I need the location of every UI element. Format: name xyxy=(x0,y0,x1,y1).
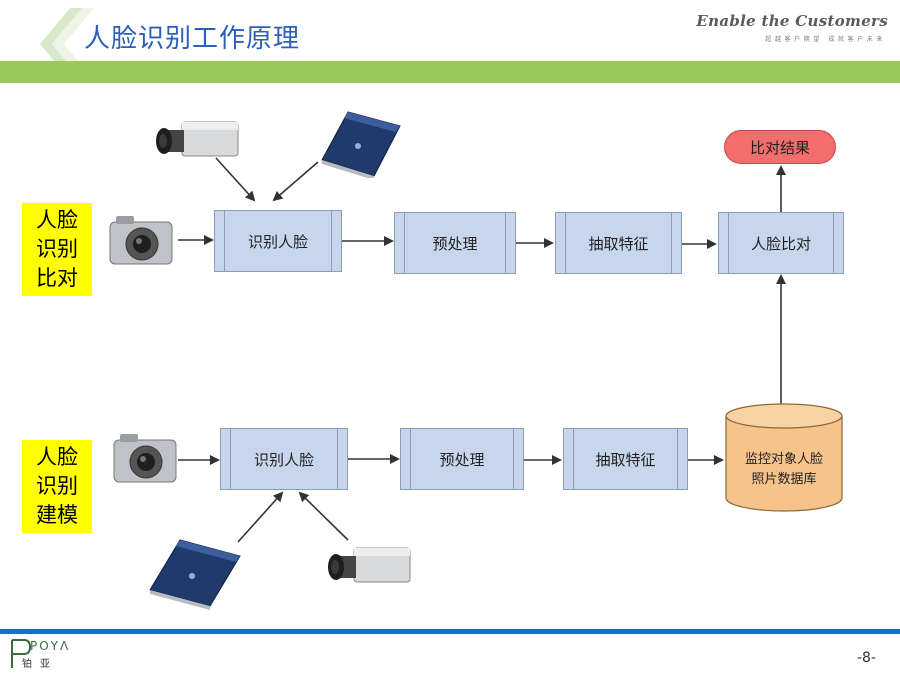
digital-camera-icon xyxy=(113,434,177,483)
company-logo-icon xyxy=(11,639,32,668)
step-label: 抽取特征 xyxy=(595,450,656,469)
digital-camera-icon xyxy=(109,216,173,265)
compare-result: 比对结果 xyxy=(724,130,836,164)
label-line: 人脸 xyxy=(36,445,78,469)
footer-line xyxy=(0,629,900,634)
label-line: 人脸 xyxy=(36,208,78,232)
slide-title: 人脸识别工作原理 xyxy=(84,24,301,54)
database-line: 照片数据库 xyxy=(751,472,817,487)
step-extract-features: 抽取特征 xyxy=(555,212,682,274)
label-line: 识别 xyxy=(36,237,78,261)
step-preprocess-modeling: 预处理 xyxy=(400,428,524,490)
logo-text: ΡΟΥΛ xyxy=(30,639,71,653)
page-number: -8- xyxy=(856,650,876,666)
step-label: 抽取特征 xyxy=(588,234,649,253)
step-extract-features-modeling: 抽取特征 xyxy=(563,428,688,490)
result-label: 比对结果 xyxy=(749,138,810,157)
step-preprocess: 预处理 xyxy=(394,212,516,274)
database-cylinder-icon xyxy=(725,403,843,512)
step-label: 预处理 xyxy=(439,450,485,469)
step-detect-face-modeling: 识别人脸 xyxy=(220,428,348,490)
database-label: 监控对象人脸 照片数据库 xyxy=(726,450,842,490)
header-band xyxy=(0,61,900,83)
step-label: 预处理 xyxy=(432,234,478,253)
step-label: 人脸比对 xyxy=(750,234,811,253)
flatbed-scanner-icon xyxy=(149,539,241,610)
flatbed-scanner-icon xyxy=(321,111,401,178)
database-line: 监控对象人脸 xyxy=(744,452,823,467)
step-face-compare: 人脸比对 xyxy=(718,212,844,274)
tagline: Enable the Customers xyxy=(696,12,888,30)
label-line: 比对 xyxy=(36,266,78,290)
step-detect-face: 识别人脸 xyxy=(214,210,342,272)
label-line: 建模 xyxy=(36,503,78,527)
label-line: 识别 xyxy=(36,474,78,498)
security-camera-icon xyxy=(156,121,239,157)
label-recognition-compare: 人脸 识别 比对 xyxy=(22,203,92,296)
label-recognition-modeling: 人脸 识别 建模 xyxy=(22,440,92,533)
step-label: 识别人脸 xyxy=(253,450,314,469)
step-label: 识别人脸 xyxy=(247,232,308,251)
security-camera-icon xyxy=(328,547,411,583)
logo-chinese: 铂亚 xyxy=(22,659,58,670)
tagline-subtitle: 超越客户期望 成就客户未来 xyxy=(765,36,886,43)
